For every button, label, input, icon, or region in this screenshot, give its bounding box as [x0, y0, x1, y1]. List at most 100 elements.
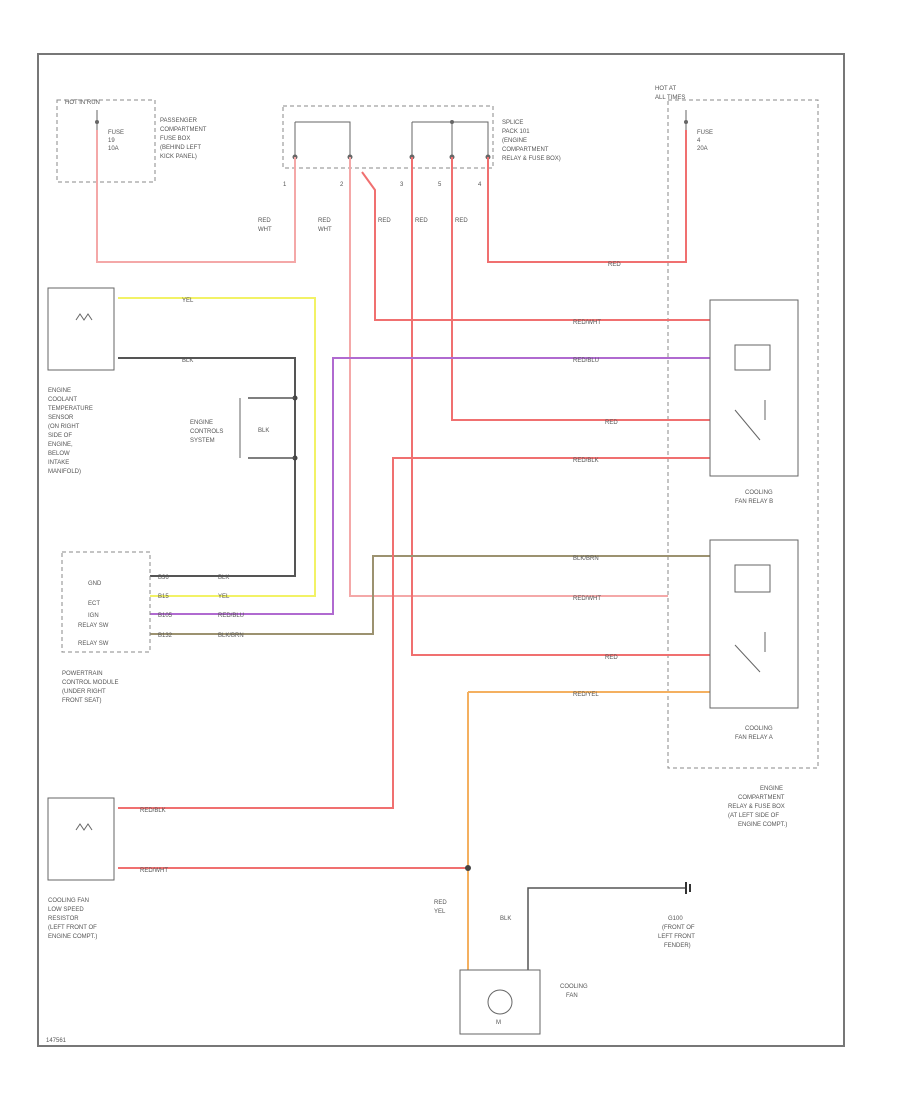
- svg-text:B15: B15: [158, 594, 169, 600]
- pcm-wire-labels: BLK YEL RED/BLU BLK/BRN: [218, 575, 244, 639]
- diagram-border: [37, 53, 845, 1047]
- svg-text:COOLING: COOLING: [745, 726, 773, 732]
- svg-text:RED/BLU: RED/BLU: [218, 613, 244, 619]
- svg-text:RELAY & FUSE BOX): RELAY & FUSE BOX): [502, 156, 561, 162]
- passenger-fuse-box-outline: [56, 99, 156, 183]
- wire-blk-brn-relay-a: [150, 555, 710, 635]
- svg-text:ENGINE: ENGINE: [760, 786, 783, 792]
- motor-label: M: [496, 1020, 501, 1026]
- svg-text:20A: 20A: [697, 146, 708, 152]
- svg-text:10A: 10A: [108, 146, 119, 152]
- svg-text:BLK: BLK: [218, 575, 229, 581]
- svg-text:ENGINE COMPT.): ENGINE COMPT.): [738, 822, 787, 828]
- fan-motor-icon: [487, 989, 513, 1015]
- svg-text:PACK 101: PACK 101: [502, 129, 530, 135]
- resistor-label: COOLING FAN LOW SPEED RESISTOR (LEFT FRO…: [48, 898, 97, 940]
- svg-text:SPLICE: SPLICE: [502, 120, 523, 126]
- svg-text:CONTROLS: CONTROLS: [190, 429, 223, 435]
- svg-text:RED/WHT: RED/WHT: [140, 868, 168, 874]
- svg-text:RELAY SW: RELAY SW: [78, 641, 109, 647]
- ground-wire-blk-label: BLK: [500, 916, 511, 922]
- svg-text:GND: GND: [88, 581, 102, 587]
- svg-text:ENGINE COMPT.): ENGINE COMPT.): [48, 934, 97, 940]
- svg-text:RED/BLK: RED/BLK: [573, 458, 599, 464]
- g100-label: G100 (FRONT OF LEFT FRONT FENDER): [658, 916, 695, 949]
- ect-sensor-label: ENGINE COOLANT TEMPERATURE SENSOR (ON RI…: [48, 388, 93, 475]
- svg-text:RED/WHT: RED/WHT: [573, 320, 601, 326]
- splice-bus-2: [411, 121, 489, 157]
- resistor-icon: [75, 823, 93, 831]
- svg-text:(ON RIGHT: (ON RIGHT: [48, 424, 80, 430]
- svg-text:RESISTOR: RESISTOR: [48, 916, 79, 922]
- wire-ect-yel: [118, 297, 316, 597]
- svg-text:SIDE OF: SIDE OF: [48, 433, 72, 439]
- svg-text:RED: RED: [605, 420, 618, 426]
- svg-text:(ENGINE: (ENGINE: [502, 138, 527, 144]
- relay-b-switch-icon: [734, 400, 766, 441]
- svg-text:RED: RED: [258, 218, 271, 224]
- splice-bus-1: [294, 121, 351, 157]
- svg-text:IGN: IGN: [88, 613, 99, 619]
- wire-red-blu-relay-b: [150, 357, 710, 615]
- fuse-19-label: FUSE: [108, 130, 124, 136]
- svg-text:RELAY SW: RELAY SW: [78, 623, 109, 629]
- svg-text:WHT: WHT: [318, 227, 332, 233]
- svg-text:CONTROL MODULE: CONTROL MODULE: [62, 680, 118, 686]
- svg-text:WHT: WHT: [258, 227, 272, 233]
- svg-text:RED/BLU: RED/BLU: [573, 358, 599, 364]
- cooling-fan-low-speed-resistor: [47, 797, 115, 881]
- svg-text:COMPARTMENT: COMPARTMENT: [502, 147, 549, 153]
- svg-text:RED: RED: [608, 262, 621, 268]
- svg-text:(AT LEFT SIDE OF: (AT LEFT SIDE OF: [728, 813, 779, 819]
- svg-text:ENGINE,: ENGINE,: [48, 442, 73, 448]
- svg-text:RED/YEL: RED/YEL: [573, 692, 599, 698]
- svg-text:COMPARTMENT: COMPARTMENT: [160, 127, 207, 133]
- splice-pack-label: SPLICE PACK 101 (ENGINE COMPARTMENT RELA…: [502, 120, 561, 162]
- svg-text:RED: RED: [378, 218, 391, 224]
- ecs-splice-dots: [248, 395, 298, 461]
- hot-at-all-times-label: HOT AT: [655, 86, 676, 92]
- hot-in-run-label: HOT IN RUN: [65, 100, 100, 106]
- svg-text:RED/BLK: RED/BLK: [140, 808, 166, 814]
- engine-relay-box-outline: [667, 99, 819, 769]
- ect-sensor: [47, 287, 115, 371]
- svg-text:ALL TIMES: ALL TIMES: [655, 95, 685, 101]
- wire-fan-ground-blk: [527, 887, 686, 970]
- svg-text:INTAKE: INTAKE: [48, 460, 69, 466]
- svg-text:4: 4: [478, 182, 482, 188]
- wire-ect-blk: [118, 357, 296, 577]
- svg-text:5: 5: [438, 182, 442, 188]
- pcm-outline: [61, 551, 151, 653]
- passenger-box-label: PASSENGER COMPARTMENT FUSE BOX (BEHIND L…: [160, 118, 207, 160]
- red-yel-label: RED: [434, 900, 447, 906]
- svg-text:COMPARTMENT: COMPARTMENT: [738, 795, 785, 801]
- engine-box-label: ENGINE COMPARTMENT RELAY & FUSE BOX (AT …: [728, 786, 787, 828]
- relay-a-wire-labels: BLK/BRN RED/WHT RED RED/YEL: [573, 556, 618, 698]
- svg-text:YEL: YEL: [434, 909, 446, 915]
- relay-a-switch-icon: [734, 632, 766, 673]
- svg-text:G100: G100: [668, 916, 683, 922]
- svg-text:1: 1: [283, 182, 287, 188]
- splice-pack-outline: [282, 105, 494, 169]
- ecs-blk-label: BLK: [258, 428, 269, 434]
- svg-text:RED: RED: [605, 655, 618, 661]
- svg-text:BLK: BLK: [182, 358, 193, 364]
- resistor-wire-labels: RED/BLK RED/WHT: [140, 808, 168, 874]
- svg-text:COOLANT: COOLANT: [48, 397, 77, 403]
- cooling-fan-relay-a: [709, 539, 799, 709]
- ground-icon: [685, 882, 691, 894]
- svg-text:LOW SPEED: LOW SPEED: [48, 907, 84, 913]
- svg-text:COOLING: COOLING: [745, 490, 773, 496]
- svg-text:FAN: FAN: [566, 993, 578, 999]
- svg-text:YEL: YEL: [182, 298, 194, 304]
- svg-text:COOLING: COOLING: [560, 984, 588, 990]
- svg-text:FUSE BOX: FUSE BOX: [160, 136, 190, 142]
- svg-text:(BEHIND LEFT: (BEHIND LEFT: [160, 145, 201, 151]
- splice-pin-numbers: 1 2 3 5 4: [283, 182, 482, 188]
- svg-text:(FRONT OF: (FRONT OF: [662, 925, 695, 931]
- cooling-fan-relay-b: [709, 299, 799, 477]
- svg-text:RED: RED: [455, 218, 468, 224]
- splice-node: [465, 865, 471, 871]
- relay-a-label: COOLING FAN RELAY A: [735, 726, 773, 741]
- fuse-4-label: FUSE: [697, 130, 713, 136]
